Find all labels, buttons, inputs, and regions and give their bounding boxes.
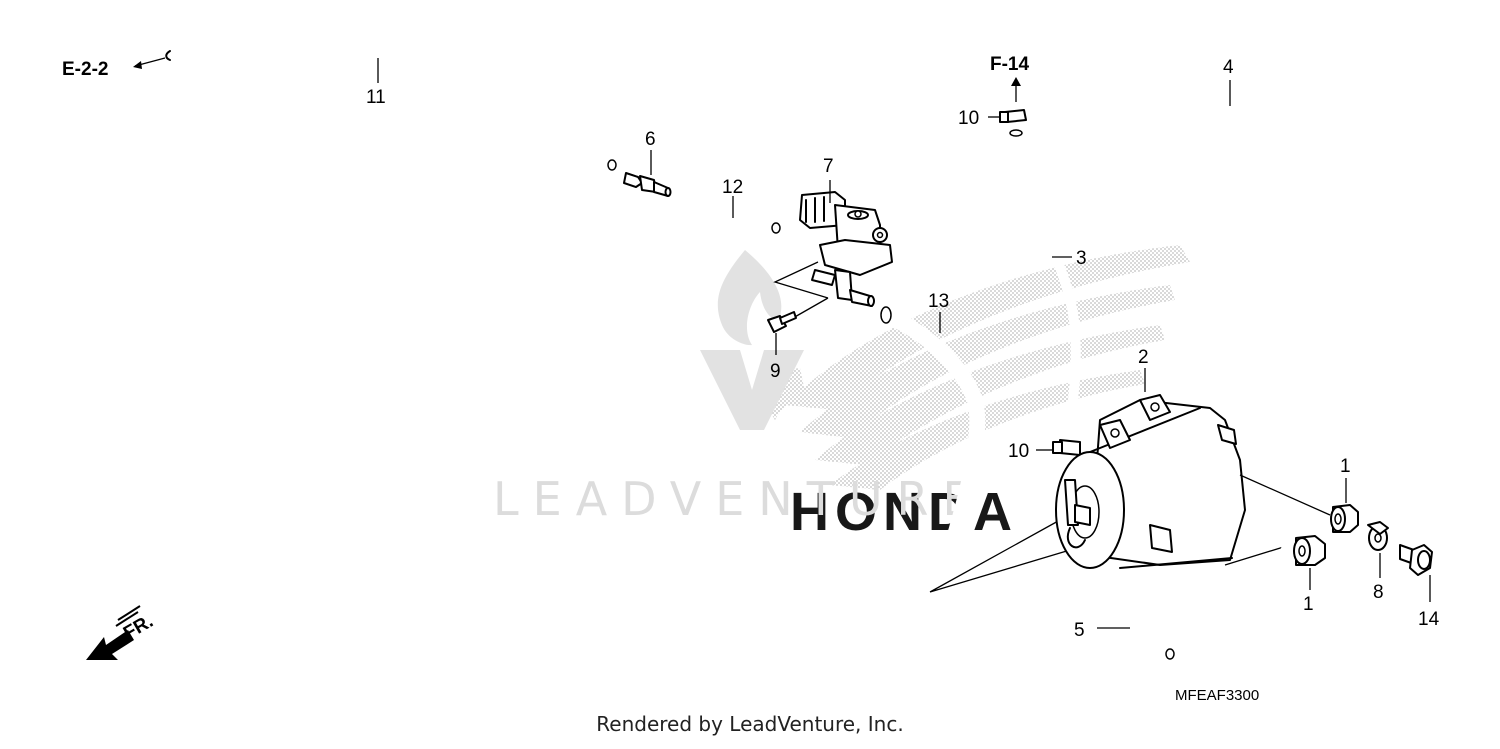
- callout-10-top[interactable]: 10: [958, 108, 979, 129]
- joint-6: [623, 172, 672, 197]
- reference-f-14[interactable]: F-14: [990, 54, 1030, 102]
- grommet-1-lower: [1293, 535, 1326, 566]
- solenoid-valve-7: [799, 191, 893, 307]
- reference-e-2-2-label: E-2-2: [62, 59, 108, 80]
- arrow-icon: [133, 61, 142, 69]
- svg-text:HONDA: HONDA: [790, 482, 1018, 542]
- callout-6[interactable]: 6: [645, 129, 656, 150]
- reference-f-14-label: F-14: [990, 54, 1030, 75]
- clip-10-bottom: [1052, 439, 1081, 456]
- hose-3: [1009, 129, 1081, 425]
- drawing-code: MFEAF3300: [1175, 687, 1259, 704]
- arrow-left-down-icon: [86, 630, 134, 660]
- callout-14[interactable]: 14: [1418, 609, 1440, 630]
- collar-8: [1367, 521, 1389, 551]
- hose-4: [1200, 100, 1265, 406]
- callout-5[interactable]: 5: [1074, 620, 1085, 641]
- leadventure-watermark-text: LEADVENTURE: [493, 472, 986, 526]
- bolt-9: [767, 311, 797, 333]
- callout-11[interactable]: 11: [366, 87, 386, 108]
- clip-10-top: [999, 109, 1027, 123]
- leadventure-logo-watermark: [700, 250, 804, 430]
- grommet-1-upper: [1330, 504, 1359, 533]
- canister-2: [1055, 394, 1246, 569]
- callout-10-bottom[interactable]: 10: [1008, 441, 1029, 462]
- callout-8[interactable]: 8: [1373, 582, 1384, 603]
- callout-1-upper[interactable]: 1: [1340, 456, 1351, 477]
- callout-4[interactable]: 4: [1223, 57, 1234, 78]
- front-direction-arrow: FR.: [86, 605, 157, 660]
- callout-7[interactable]: 7: [823, 156, 834, 177]
- callout-2[interactable]: 2: [1138, 347, 1149, 368]
- tube-5: [1130, 491, 1295, 660]
- reference-e-2-2[interactable]: E-2-2: [62, 57, 166, 80]
- hose-12: [678, 200, 783, 236]
- bolt-14: [1399, 544, 1433, 576]
- hose-11: [165, 40, 617, 171]
- footer-credit: Rendered by LeadVenture, Inc.: [596, 712, 904, 736]
- callout-9[interactable]: 9: [770, 361, 781, 382]
- callout-13[interactable]: 13: [928, 291, 949, 312]
- arrow-icon: [1011, 77, 1021, 86]
- callout-12[interactable]: 12: [722, 177, 743, 198]
- callout-3[interactable]: 3: [1076, 248, 1087, 269]
- callout-1-lower[interactable]: 1: [1303, 594, 1314, 615]
- hose-13: [880, 306, 986, 593]
